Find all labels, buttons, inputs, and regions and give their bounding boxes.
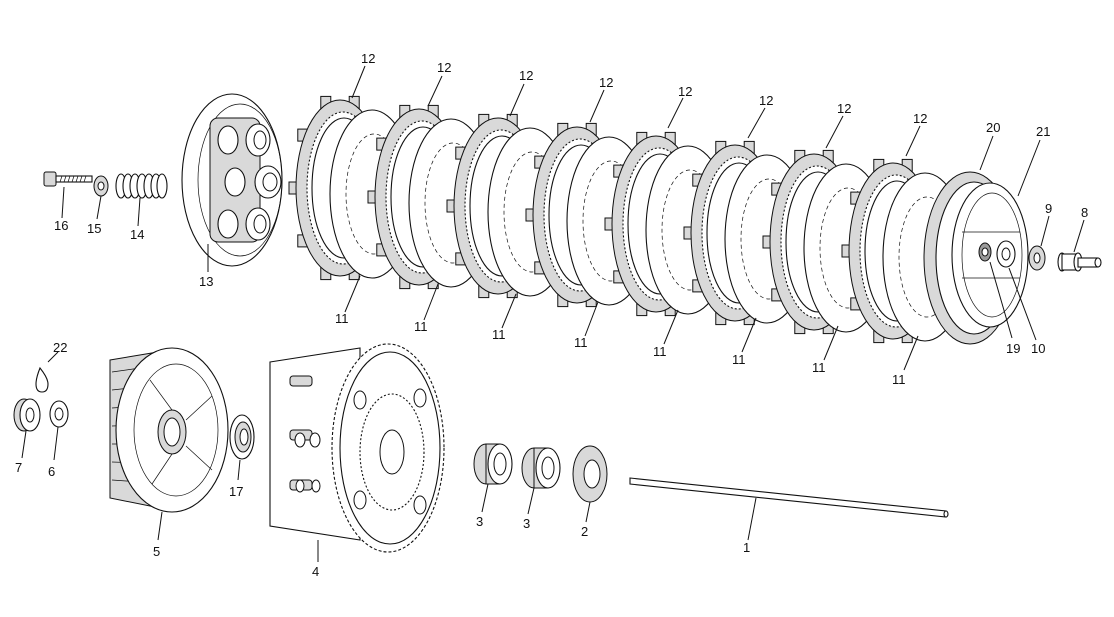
callout-4: 4	[312, 564, 319, 579]
inner-hub-part-5	[109, 347, 229, 513]
callout-20: 20	[986, 120, 1000, 135]
pushrod-end-part-8	[1057, 252, 1102, 272]
callout-12-e: 12	[678, 84, 692, 99]
callout-11-a: 11	[335, 311, 349, 326]
callout-15: 15	[87, 221, 101, 236]
callout-11-g: 11	[812, 360, 826, 375]
spring-part-14	[115, 173, 168, 199]
oil-drop-part-22	[35, 366, 49, 393]
needle-bearing-part-3b	[521, 447, 561, 489]
callout-17: 17	[229, 484, 243, 499]
callout-12-d: 12	[599, 75, 613, 90]
bolt-part-16	[43, 171, 93, 187]
nut-part-7	[13, 398, 41, 432]
callout-3-b: 3	[523, 516, 530, 531]
callout-8: 8	[1081, 205, 1088, 220]
lock-washer-part-17	[229, 414, 255, 460]
washer-part-9	[1028, 245, 1046, 271]
callout-16: 16	[54, 218, 68, 233]
callout-10: 10	[1031, 341, 1045, 356]
callout-12-h: 12	[913, 111, 927, 126]
callout-11-e: 11	[653, 344, 667, 359]
callout-12-b: 12	[437, 60, 451, 75]
callout-12-c: 12	[519, 68, 533, 83]
callout-12-g: 12	[837, 101, 851, 116]
callout-1: 1	[743, 540, 750, 555]
callout-11-d: 11	[574, 335, 588, 350]
washer-part-6	[49, 400, 69, 428]
clutch-plate-stack	[288, 95, 968, 344]
callout-12-f: 12	[759, 93, 773, 108]
callout-14: 14	[130, 227, 144, 242]
washer-part-15	[93, 175, 109, 197]
ring-part-10	[996, 240, 1016, 268]
callout-labels: 16 15 14 13 12 12 12 12 12 12 12 12 11 1…	[15, 51, 1088, 579]
callout-11-f: 11	[732, 352, 746, 367]
callout-2: 2	[581, 524, 588, 539]
callout-11-b: 11	[414, 319, 428, 334]
callout-11-h: 11	[892, 372, 906, 387]
leader-lines	[21, 65, 1085, 562]
callout-11-c: 11	[492, 327, 506, 342]
callout-21: 21	[1036, 124, 1050, 139]
callout-5: 5	[153, 544, 160, 559]
thrust-washer-part-2	[572, 445, 608, 503]
callout-13: 13	[199, 274, 213, 289]
needle-bearing-part-3a	[473, 443, 513, 485]
callout-3-a: 3	[476, 514, 483, 529]
callout-22: 22	[53, 340, 67, 355]
clutch-basket-part-4	[269, 343, 445, 553]
pressure-plate-part-13	[181, 93, 283, 267]
callout-6: 6	[48, 464, 55, 479]
ring-part-19	[978, 242, 992, 262]
callout-7: 7	[15, 460, 22, 475]
callout-19: 19	[1006, 341, 1020, 356]
push-rod-part-1	[629, 477, 949, 518]
callout-12-a: 12	[361, 51, 375, 66]
callout-9: 9	[1045, 201, 1052, 216]
